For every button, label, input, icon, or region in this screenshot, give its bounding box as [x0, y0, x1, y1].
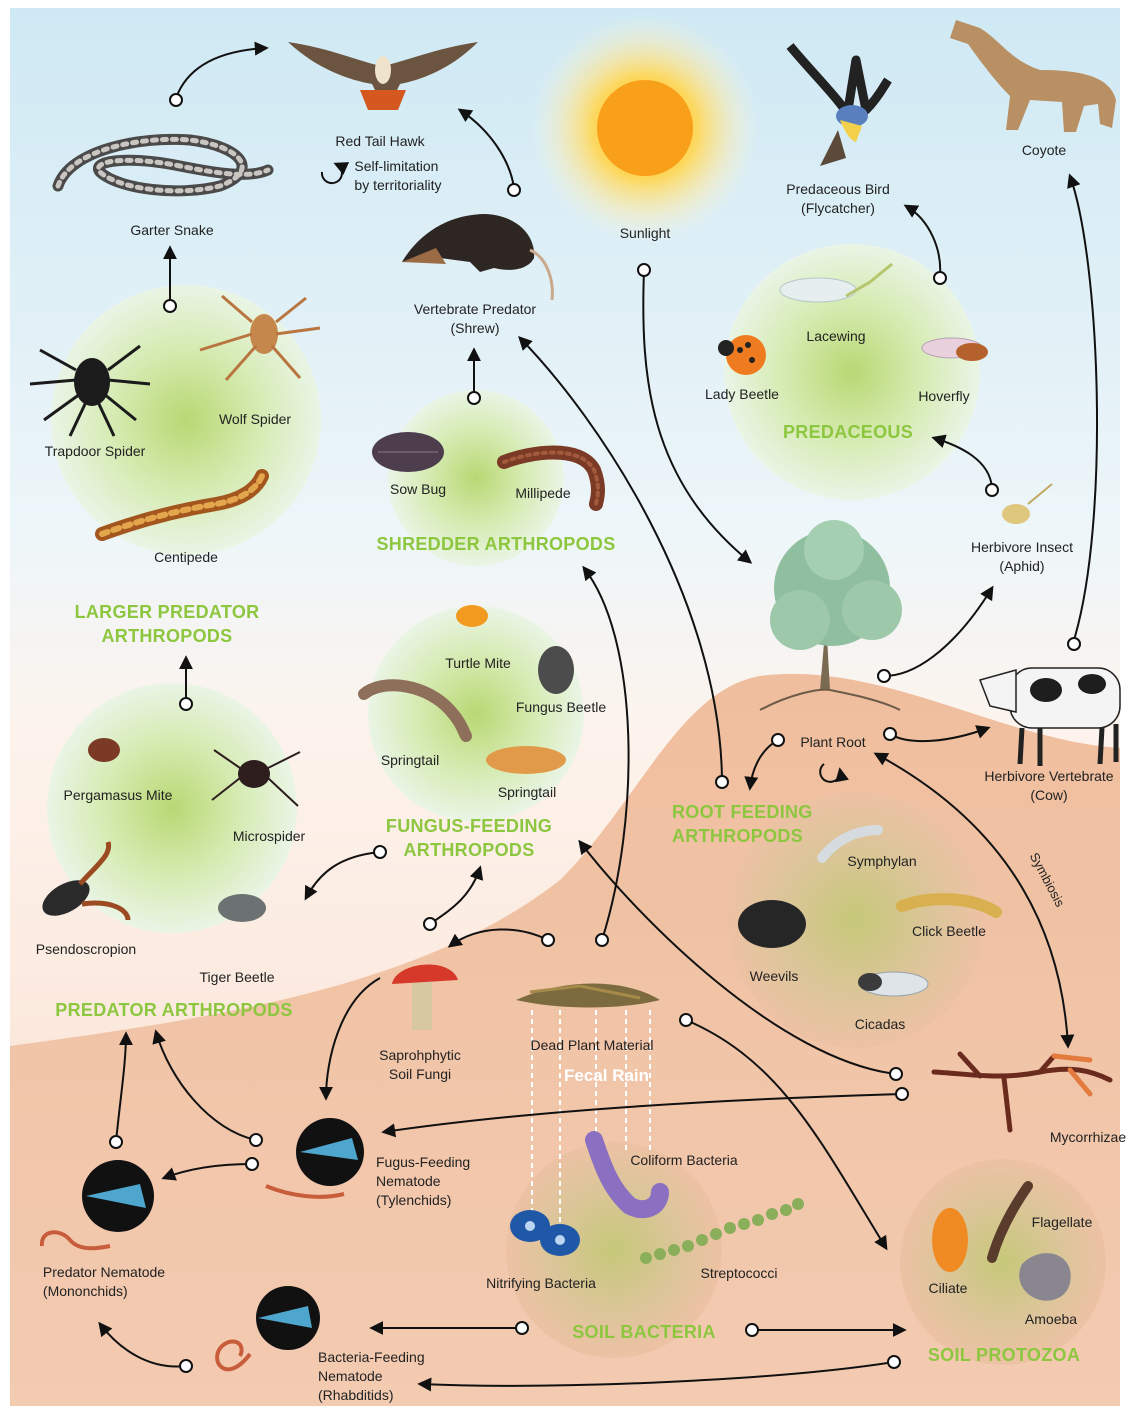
label-sunlight: Sunlight [620, 224, 671, 243]
group-predator-arthropods: PREDATOR ARTHROPODS [55, 998, 292, 1022]
group-soil-protozoa: SOIL PROTOZOA [928, 1343, 1080, 1367]
label-fungus-nematode-line2: Nematode [376, 1172, 470, 1191]
group-larger-predator-arthropods: LARGER PREDATOR ARTHROPODS [75, 600, 260, 648]
label-dead-plant-material: Dead Plant Material [531, 1036, 654, 1055]
label-lady-beetle: Lady Beetle [705, 385, 779, 404]
soil-protozoa-glow [900, 1159, 1106, 1365]
springtail-2-icon [486, 746, 566, 774]
label-lacewing: Lacewing [806, 327, 865, 346]
label-self-limitation-line2: by territoriality [354, 176, 441, 195]
label-self-limitation-line1: Self-limitation [354, 157, 441, 176]
label-turtle-mite: Turtle Mite [445, 654, 511, 673]
group-root-feeding-line1: ROOT FEEDING [672, 800, 813, 824]
label-saprophytic-line2: Soil Fungi [379, 1065, 461, 1084]
label-predator-nematode-line1: Predator Nematode [43, 1263, 165, 1282]
label-coyote: Coyote [1022, 141, 1066, 160]
label-coliform-bacteria: Coliform Bacteria [630, 1151, 737, 1170]
label-fungus-nematode-line1: Fugus-Feeding [376, 1153, 470, 1172]
label-predator-nematode: Predator Nematode (Mononchids) [43, 1263, 165, 1301]
label-wolf-spider: Wolf Spider [219, 410, 291, 429]
label-cow-line1: Herbivore Vertebrate [984, 767, 1113, 786]
group-fungus-feeding-line1: FUNGUS-FEEDING [386, 814, 552, 838]
label-predaceous-bird-line2: (Flycatcher) [786, 199, 890, 218]
label-predator-nematode-line2: (Mononchids) [43, 1282, 165, 1301]
group-predaceous: PREDACEOUS [783, 420, 913, 444]
group-fungus-feeding-line2: ARTHROPODS [386, 838, 552, 862]
turtle-mite-icon [456, 605, 488, 627]
label-millipede: Millipede [515, 484, 570, 503]
label-sow-bug: Sow Bug [390, 480, 446, 499]
group-root-feeding-line2: ARTHROPODS [672, 824, 813, 848]
label-centipede: Centipede [154, 548, 218, 567]
label-fungus-nematode-line3: (Tylenchids) [376, 1191, 470, 1210]
label-cow-line2: (Cow) [984, 786, 1113, 805]
label-pergamasus-mite: Pergamasus Mite [64, 786, 173, 805]
label-predaceous-bird: Predaceous Bird (Flycatcher) [786, 180, 890, 218]
label-psendoscropion: Psendoscropion [36, 940, 136, 959]
group-soil-bacteria: SOIL BACTERIA [572, 1320, 716, 1344]
label-weevils: Weevils [750, 967, 799, 986]
label-red-tail-hawk: Red Tail Hawk [335, 132, 424, 151]
label-fecal-rain: Fecal Rain [564, 1066, 649, 1086]
cicada-icon [858, 972, 928, 996]
label-flagellate: Flagellate [1032, 1213, 1093, 1232]
label-springtail-2: Springtail [498, 783, 556, 802]
label-plant-root: Plant Root [800, 733, 865, 752]
label-microspider: Microspider [233, 827, 305, 846]
label-ciliate: Ciliate [929, 1279, 968, 1298]
group-larger-predator-line2: ARTHROPODS [75, 624, 260, 648]
fungus-beetle-icon [538, 646, 574, 694]
label-springtail-1: Springtail [381, 751, 439, 770]
label-fungus-nematode: Fugus-Feeding Nematode (Tylenchids) [376, 1153, 470, 1210]
label-amoeba: Amoeba [1025, 1310, 1077, 1329]
label-aphid-line1: Herbivore Insect [971, 538, 1073, 557]
label-hoverfly: Hoverfly [918, 387, 969, 406]
sow-bug-icon [372, 432, 444, 472]
label-bacteria-nematode: Bacteria-Feeding Nematode (Rhabditids) [318, 1348, 425, 1405]
label-predaceous-bird-line1: Predaceous Bird [786, 180, 890, 199]
label-cow: Herbivore Vertebrate (Cow) [984, 767, 1113, 805]
group-shredder-arthropods: SHREDDER ARTHROPODS [376, 532, 615, 556]
label-aphid: Herbivore Insect (Aphid) [971, 538, 1073, 576]
group-larger-predator-line1: LARGER PREDATOR [75, 600, 260, 624]
label-cicadas: Cicadas [855, 1015, 906, 1034]
label-trapdoor-spider: Trapdoor Spider [45, 442, 146, 461]
tiger-beetle-icon [218, 894, 266, 922]
label-click-beetle: Click Beetle [912, 922, 986, 941]
ciliate-icon [932, 1208, 968, 1272]
label-nitrifying-bacteria: Nitrifying Bacteria [486, 1274, 596, 1293]
label-self-limitation: Self-limitation by territoriality [354, 157, 441, 195]
label-bacteria-nematode-line2: Nematode [318, 1367, 425, 1386]
label-garter-snake: Garter Snake [130, 221, 213, 240]
pergamasus-mite-icon [88, 738, 120, 762]
label-shrew: Vertebrate Predator (Shrew) [414, 300, 536, 338]
label-bacteria-nematode-line3: (Rhabditids) [318, 1386, 425, 1405]
group-fungus-feeding-arthropods: FUNGUS-FEEDING ARTHROPODS [386, 814, 552, 862]
label-bacteria-nematode-line1: Bacteria-Feeding [318, 1348, 425, 1367]
group-root-feeding-arthropods: ROOT FEEDING ARTHROPODS [672, 800, 813, 848]
sun-core [597, 80, 693, 176]
label-streptococci: Streptococci [700, 1264, 777, 1283]
label-tiger-beetle: Tiger Beetle [200, 968, 275, 987]
label-shrew-line1: Vertebrate Predator [414, 300, 536, 319]
weevil-icon [738, 900, 806, 948]
label-saprophytic-line1: Saprohphytic [379, 1046, 461, 1065]
label-mycorrhizae: Mycorrhizae [1050, 1128, 1126, 1147]
label-saprophytic-fungi: Saprohphytic Soil Fungi [379, 1046, 461, 1084]
label-fungus-beetle: Fungus Beetle [516, 698, 606, 717]
label-symphylan: Symphylan [847, 852, 916, 871]
label-shrew-line2: (Shrew) [414, 319, 536, 338]
label-aphid-line2: (Aphid) [971, 557, 1073, 576]
